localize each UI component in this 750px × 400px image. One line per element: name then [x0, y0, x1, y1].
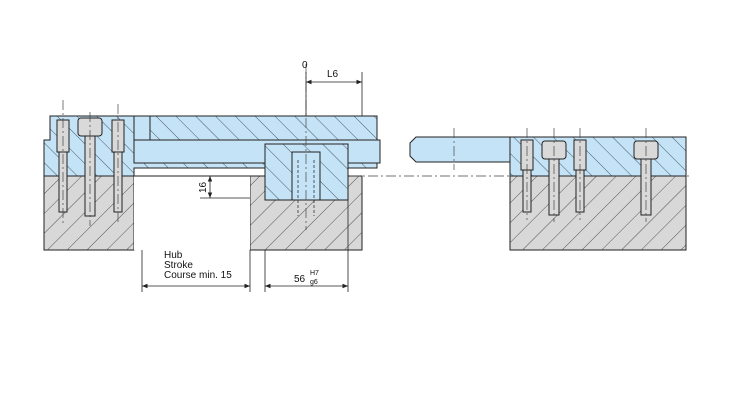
sixteen-label: 16 — [198, 181, 209, 193]
screw-right-3 — [573, 128, 587, 220]
dimension-16: 16 — [198, 175, 250, 199]
screw-left-2 — [77, 112, 103, 226]
dimension-l6: 0 L6 — [302, 60, 363, 116]
fit-upper-label: H7 — [310, 270, 319, 277]
stroke-pocket — [134, 176, 250, 250]
fit-base-label: 56 — [294, 274, 306, 285]
fit-lower-label: g6 — [310, 279, 318, 286]
plate-right-end — [409, 136, 511, 163]
screw-right-4 — [633, 128, 659, 222]
hub-label: Hub — [164, 250, 183, 261]
zero-label: 0 — [302, 60, 308, 71]
dimension-56: 56 H7 g6 — [264, 200, 349, 292]
screw-right-2 — [541, 128, 567, 222]
dimension-stroke: Hub Stroke Course min. 15 — [141, 250, 251, 292]
right-assembly — [409, 128, 687, 251]
course-label: Course min. 15 — [164, 270, 232, 281]
screw-left-3 — [111, 104, 125, 222]
l6-label: L6 — [327, 69, 339, 80]
base-right-block — [509, 175, 687, 251]
left-assembly — [43, 64, 381, 251]
screw-left-1 — [56, 100, 70, 224]
screw-right-1 — [520, 128, 534, 220]
stroke-label: Stroke — [164, 260, 193, 271]
plate-top-strip — [133, 115, 151, 141]
